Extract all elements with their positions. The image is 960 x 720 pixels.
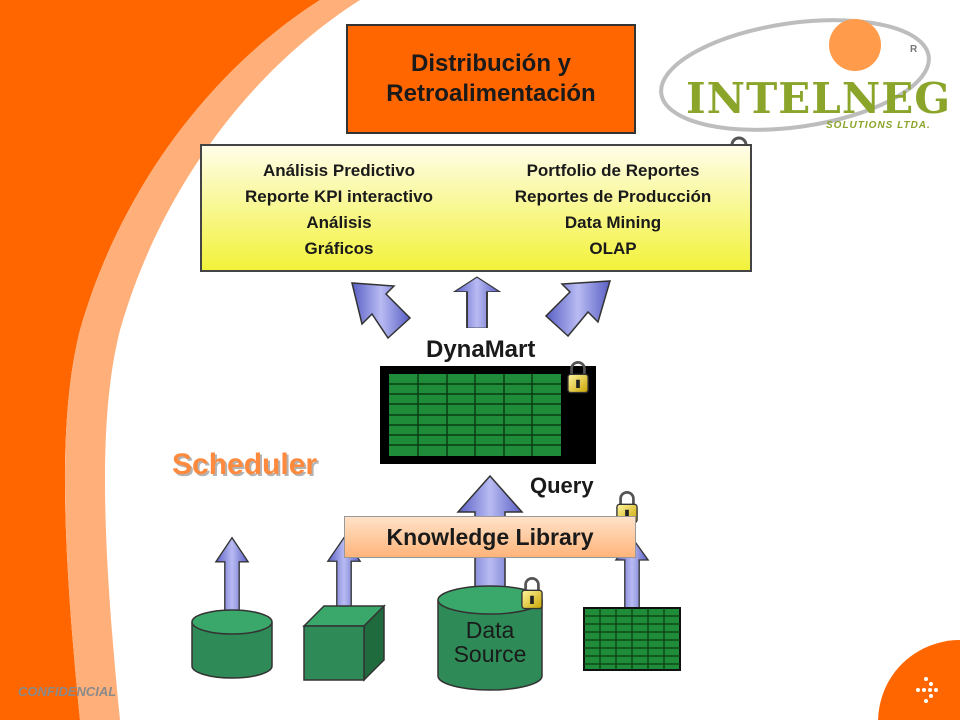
- analytics-left-column: Análisis Predictivo Reporte KPI interact…: [202, 158, 476, 270]
- analytics-item: OLAP: [589, 239, 637, 258]
- data-source-label: Data Source: [440, 618, 540, 666]
- background-swoosh: [0, 0, 360, 720]
- distribution-feedback-box: Distribución y Retroalimentación: [346, 24, 636, 134]
- analytics-box: Análisis Predictivo Reporte KPI interact…: [200, 144, 752, 272]
- data-source-cylinder: [437, 585, 543, 691]
- title-line-2: Retroalimentación: [386, 80, 596, 107]
- dynamart-label: DynaMart: [426, 336, 536, 363]
- knowledge-library-box: Knowledge Library: [344, 516, 636, 558]
- confidential-label: CONFIDENCIAL: [18, 684, 117, 699]
- analytics-item: Gráficos: [304, 239, 374, 258]
- source-grid: [583, 607, 681, 671]
- lock-icon: [521, 576, 543, 610]
- data-cube: [302, 604, 386, 682]
- data-source-line-1: Data: [465, 617, 515, 643]
- arrow-up-icon: [453, 276, 501, 328]
- analytics-item: Reporte KPI interactivo: [245, 187, 433, 206]
- logo-subtitle: SOLUTIONS LTDA.: [826, 120, 931, 131]
- analytics-item: Reportes de Producción: [514, 187, 712, 206]
- analytics-item: Análisis: [306, 213, 372, 232]
- registered-mark: R: [910, 44, 918, 55]
- database-cylinder: [191, 609, 273, 679]
- dots-arrow-icon: [916, 677, 938, 703]
- query-label: Query: [530, 473, 594, 498]
- arrow-up-icon: [544, 280, 612, 338]
- data-source-line-2: Source: [453, 641, 527, 667]
- dynamart-grid: [380, 366, 596, 464]
- corner-decoration: [878, 640, 960, 720]
- title-line-1: Distribución y: [410, 50, 572, 77]
- analytics-right-column: Portfolio de Reportes Reportes de Produc…: [476, 158, 750, 270]
- scheduler-label: Scheduler: [172, 448, 318, 481]
- analytics-item: Portfolio de Reportes: [526, 161, 700, 180]
- logo-graphic: [659, 18, 931, 132]
- arrow-up-icon: [351, 282, 412, 340]
- analytics-item: Análisis Predictivo: [262, 161, 416, 180]
- knowledge-library-label: Knowledge Library: [386, 523, 594, 550]
- analytics-item: Data Mining: [564, 213, 662, 232]
- logo-name: INTELNEG: [686, 74, 952, 123]
